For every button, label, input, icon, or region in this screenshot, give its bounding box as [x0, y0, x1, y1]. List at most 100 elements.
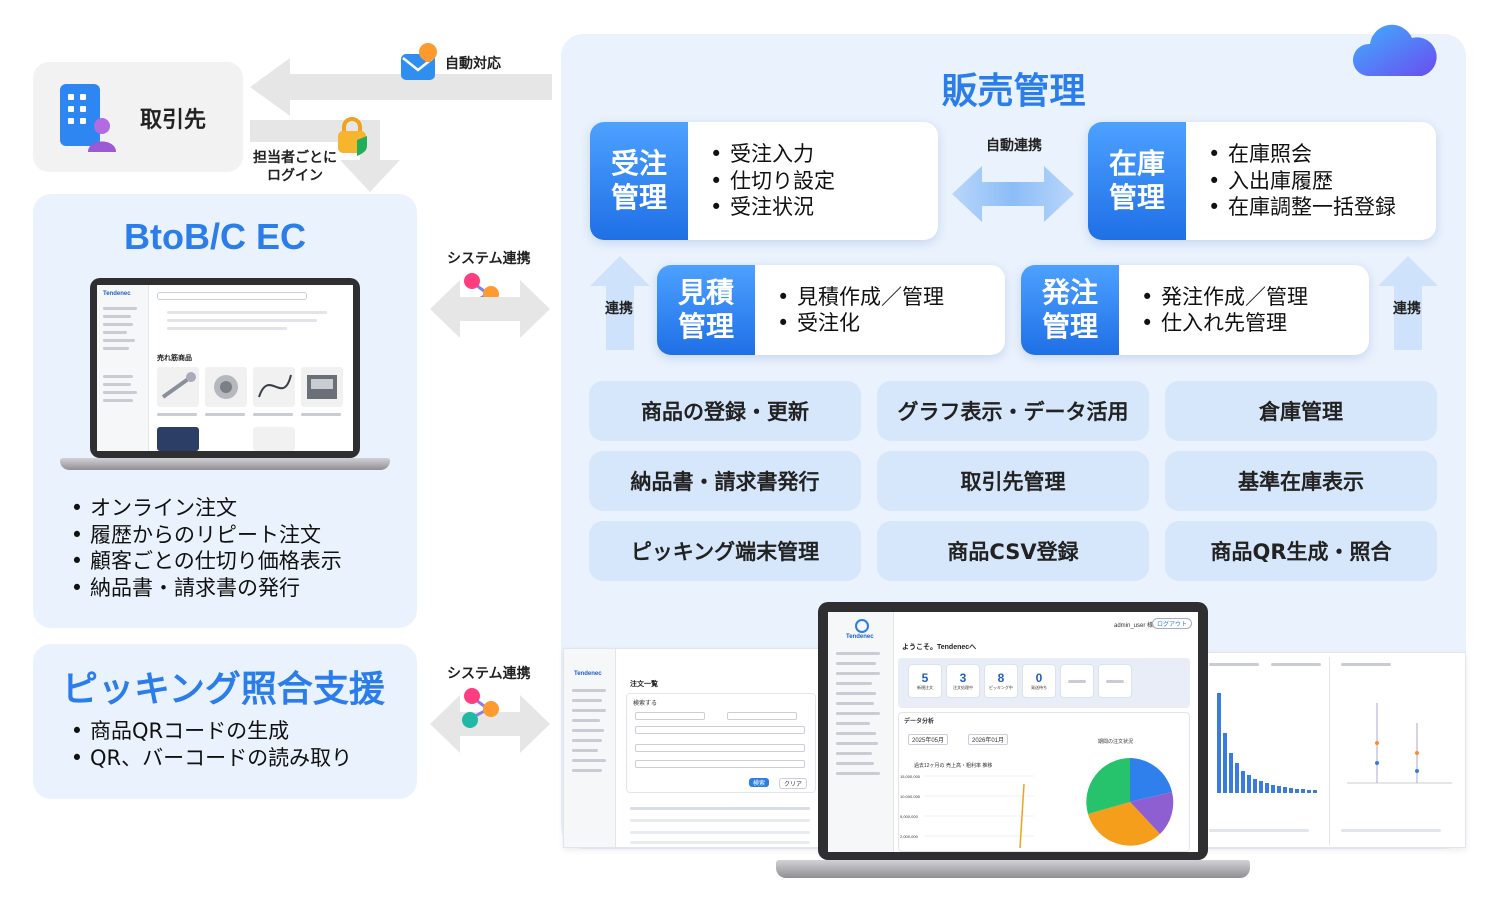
- search-heading: 検索する: [633, 701, 658, 707]
- stat-tile[interactable]: 5 新規注文: [908, 664, 942, 698]
- ec-section-title: 売れ筋商品: [157, 355, 192, 362]
- brand-logo-icon: [854, 618, 870, 637]
- product-image: [205, 367, 247, 407]
- stat-value: 3: [959, 671, 967, 685]
- card-item: 受注入力: [710, 141, 835, 168]
- card-tag: 発注管理: [1021, 265, 1119, 355]
- inventory-management-card: 在庫管理 在庫照会 入出庫履歴 在庫調整一括登録: [1088, 122, 1436, 240]
- mail-bell-icon: [400, 40, 440, 86]
- bar-histogram: [1217, 693, 1317, 793]
- status-field[interactable]: [635, 760, 805, 768]
- ec-title: BtoB/C EC: [124, 216, 306, 257]
- card-tag-text: 見積管理: [677, 276, 734, 343]
- stat-label: 新規注文: [917, 685, 933, 690]
- feature-tile: 倉庫管理: [1165, 381, 1437, 441]
- order-list-title: 注文一覧: [630, 681, 658, 688]
- date-to-field[interactable]: [727, 712, 797, 720]
- feature-tile: 取引先管理: [877, 451, 1149, 511]
- double-arrow: [952, 166, 1074, 226]
- order-management-card: 受注管理 受注入力 仕切り設定 受注状況: [590, 122, 938, 240]
- picking-feature-list: 商品QRコードの生成 QR、バーコードの読み取り: [66, 718, 352, 771]
- welcome-text: ようこそ。Tendenecへ: [902, 644, 977, 651]
- y-tick: 5,000,000: [900, 814, 918, 819]
- card-tag-text: 在庫管理: [1108, 147, 1165, 214]
- customer-field[interactable]: [635, 744, 805, 752]
- new-product-tile[interactable]: [1098, 664, 1132, 698]
- card-item: 仕切り設定: [710, 168, 835, 195]
- stat-label: 注文処理中: [953, 685, 973, 690]
- stat-tile[interactable]: 8 ピッキング中: [984, 664, 1018, 698]
- login-label-line1: 担当者ごとに: [253, 150, 337, 166]
- picking-title: ピッキング照合支援: [62, 669, 385, 710]
- product-image: [157, 367, 199, 407]
- ec-screen-content: Tendenec 売れ筋商品: [97, 285, 353, 451]
- system-link-label-2: システム連携: [447, 666, 531, 682]
- feature-tile: 商品CSV登録: [877, 521, 1149, 581]
- feature-tile: 商品QR生成・照合: [1165, 521, 1437, 581]
- picking-feature: 商品QRコードの生成: [66, 718, 352, 745]
- stat-value: 5: [921, 671, 929, 685]
- feature-tile: 商品の登録・更新: [589, 381, 861, 441]
- stat-label: ピッキング中: [989, 685, 1013, 690]
- y-tick: 15,000,000: [900, 774, 921, 779]
- product-image: [253, 367, 295, 407]
- ec-laptop-base: [60, 458, 390, 470]
- system-link-label-1: システム連携: [447, 251, 531, 267]
- order-list-brand: Tendenec: [574, 671, 602, 677]
- building-icon: [58, 82, 122, 158]
- stat-value: 0: [1035, 671, 1043, 685]
- login-label-line2: ログイン: [267, 168, 323, 184]
- dashboard-laptop-screen: Tendenec admin_user 様 ログアウト ようこそ。Tendene…: [818, 602, 1208, 860]
- analysis-panel: [898, 712, 1190, 852]
- ec-brand: Tendenec: [103, 291, 131, 297]
- left-arrow: [250, 58, 552, 120]
- card-tag: 受注管理: [590, 122, 688, 240]
- pie-caption: 期間の注文状況: [1098, 739, 1134, 745]
- ec-feature: 履歴からのリピート注文: [66, 522, 342, 549]
- card-item: 入出庫履歴: [1208, 168, 1396, 195]
- share-icon: [458, 685, 506, 733]
- card-item: 仕入れ先管理: [1141, 310, 1308, 337]
- link-label-left: 連携: [605, 301, 633, 317]
- purchase-management-card: 発注管理 発注作成／管理 仕入れ先管理: [1021, 265, 1369, 355]
- order-list-screenshot: Tendenec 注文一覧 検索する 検索 クリア: [563, 648, 823, 848]
- stat-value: 8: [997, 671, 1005, 685]
- date-to[interactable]: 2026年01月: [968, 734, 1009, 745]
- link-label-right: 連携: [1393, 301, 1421, 317]
- auto-response-label: 自動対応: [445, 56, 501, 72]
- y-tick: 2,000,000: [900, 834, 918, 839]
- card-item: 見積作成／管理: [777, 284, 944, 311]
- feature-tile: グラフ表示・データ活用: [877, 381, 1149, 441]
- dashboard-content: Tendenec admin_user 様 ログアウト ようこそ。Tendene…: [828, 612, 1198, 852]
- feature-tile: 納品書・請求書発行: [589, 451, 861, 511]
- up-arrow: [590, 256, 650, 354]
- keyword-field[interactable]: [635, 726, 805, 734]
- search-button[interactable]: 検索: [749, 778, 770, 787]
- clear-button[interactable]: クリア: [779, 778, 808, 789]
- date-from-field[interactable]: [635, 712, 705, 720]
- quote-management-card: 見積管理 見積作成／管理 受注化: [657, 265, 1005, 355]
- date-from[interactable]: 2025年05月: [908, 734, 949, 745]
- ec-feature: 顧客ごとの仕切り価格表示: [66, 548, 342, 575]
- y-tick: 10,000,000: [900, 794, 921, 799]
- partner-label: 取引先: [140, 108, 207, 133]
- user-name: admin_user 様: [1114, 623, 1154, 629]
- ec-feature-list: オンライン注文 履歴からのリピート注文 顧客ごとの仕切り価格表示 納品書・請求書…: [66, 495, 342, 601]
- ec-feature: 納品書・請求書の発行: [66, 575, 342, 602]
- card-tag: 見積管理: [657, 265, 755, 355]
- card-items: 発注作成／管理 仕入れ先管理: [1119, 265, 1308, 355]
- logout-button[interactable]: ログアウト: [1152, 618, 1193, 629]
- dashboard-brand: Tendenec: [846, 634, 874, 640]
- card-items: 在庫照会 入出庫履歴 在庫調整一括登録: [1186, 122, 1396, 240]
- card-tag-text: 受注管理: [610, 147, 667, 214]
- card-item: 発注作成／管理: [1141, 284, 1308, 311]
- chart-screenshot: [1200, 652, 1466, 848]
- analysis-title: データ分析: [904, 719, 935, 725]
- stat-tile[interactable]: 0 発送待ち: [1022, 664, 1056, 698]
- stat-tile[interactable]: 3 注文処理中: [946, 664, 980, 698]
- auto-link-label: 自動連携: [986, 138, 1042, 154]
- new-order-tile[interactable]: [1060, 664, 1094, 698]
- cloud-icon: [1350, 18, 1440, 84]
- card-tag: 在庫管理: [1088, 122, 1186, 240]
- line-chart: [924, 775, 1034, 849]
